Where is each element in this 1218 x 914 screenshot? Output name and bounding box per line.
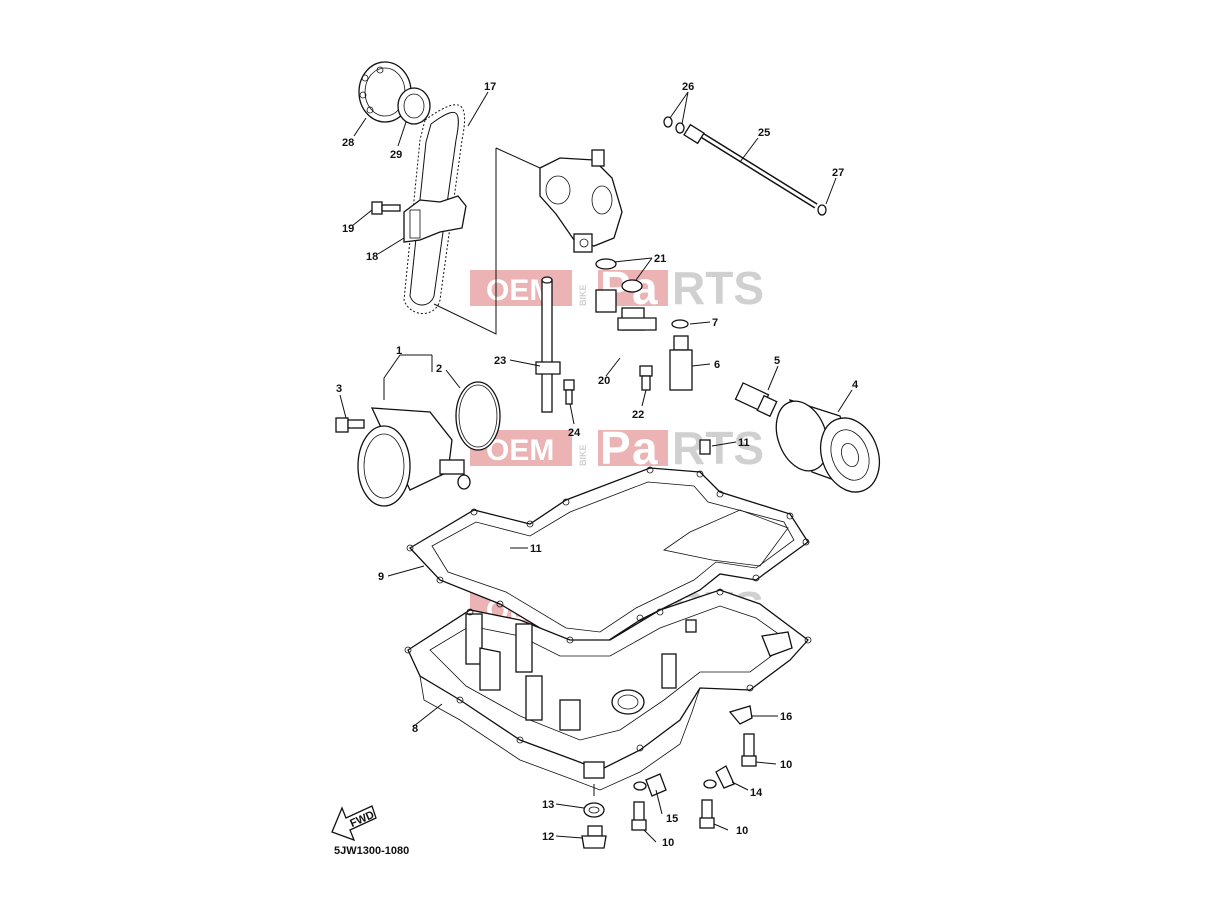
circlip-26a: [663, 116, 673, 128]
relief-valve: [669, 335, 693, 391]
guide-bolt: [371, 201, 401, 215]
callout-12: 12: [542, 831, 554, 843]
pipe-bolt: [639, 365, 653, 391]
union-bolt: [734, 382, 778, 418]
dowel-pin-upper: [699, 439, 711, 455]
callout-5: 5: [774, 355, 780, 367]
callout-29: 29: [390, 149, 402, 161]
drain-washer: [583, 802, 605, 818]
oil-pan: [404, 588, 812, 791]
callout-6: 6: [714, 359, 720, 371]
callout-19: 19: [342, 223, 354, 235]
cooler-o-ring-inner: [458, 384, 498, 448]
svg-text:BIKE: BIKE: [578, 444, 588, 466]
bolt-10-b: [631, 801, 647, 831]
oil-pan-gasket: [406, 466, 810, 648]
callout-labels: 1 2 3 5 4 6 7 8 9 10 10 10 10 11 11 12 1…: [336, 81, 859, 849]
clamp-16: [728, 705, 753, 725]
callout-17: 17: [484, 81, 496, 93]
watermark-1: OEM BIKE P a RTS: [470, 262, 764, 314]
callout-24: 24: [568, 427, 581, 439]
svg-text:BIKE: BIKE: [578, 284, 588, 306]
callout-27: 27: [832, 167, 844, 179]
callout-23: 23: [494, 355, 506, 367]
bolt-10-a: [741, 733, 757, 767]
callout-25: 25: [758, 127, 770, 139]
svg-text:P: P: [600, 422, 631, 474]
svg-text:FWD: FWD: [348, 809, 376, 830]
circlip-26b: [675, 122, 685, 134]
oil-filter: [775, 399, 880, 493]
rod-bolt: [563, 379, 575, 405]
oil-cooler: [357, 407, 471, 507]
diagram-code: 5JW1300-1080: [334, 845, 409, 857]
callout-3: 3: [336, 383, 342, 395]
oil-pipe: [595, 289, 657, 358]
callout-10-b: 10: [662, 837, 674, 849]
circlip-27: [817, 204, 827, 216]
callout-10-a: 10: [780, 759, 792, 771]
clamp-14: [715, 765, 735, 789]
drive-chain: [403, 104, 466, 314]
callout-11-b: 11: [530, 543, 542, 555]
callout-13: 13: [542, 799, 554, 811]
svg-text:RTS: RTS: [672, 262, 764, 314]
washer-15: [633, 781, 647, 791]
washer-14: [703, 779, 717, 789]
chain-guide: [403, 195, 467, 243]
svg-text:RTS: RTS: [672, 422, 764, 474]
callout-26: 26: [682, 81, 694, 93]
svg-text:OEM: OEM: [486, 434, 554, 467]
bearing-part: [397, 87, 431, 125]
fwd-arrow: FWD: [331, 805, 377, 842]
bolt-10-c: [699, 799, 715, 829]
callout-21: 21: [654, 253, 666, 265]
callout-1: 1: [396, 345, 402, 357]
cooler-o-ring: [455, 381, 501, 451]
o-ring-7: [671, 319, 689, 329]
callout-4: 4: [852, 379, 859, 391]
callout-22: 22: [632, 409, 644, 421]
svg-text:a: a: [632, 422, 658, 474]
callout-8: 8: [412, 723, 418, 735]
callout-16: 16: [780, 711, 792, 723]
o-ring-21a: [595, 258, 617, 270]
oil-pump: [539, 149, 623, 253]
callout-10-c: 10: [736, 825, 748, 837]
o-ring-21b: [621, 279, 643, 293]
leader-chain-pump: [433, 147, 541, 335]
oil-pump-shaft: [683, 123, 818, 209]
callout-18: 18: [366, 251, 378, 263]
callout-9: 9: [378, 571, 384, 583]
callout-14: 14: [750, 787, 763, 799]
callout-7: 7: [712, 317, 718, 329]
leader-lines: [339, 91, 853, 843]
cooler-bolt: [335, 417, 365, 433]
callout-11-a: 11: [738, 437, 750, 449]
callout-20: 20: [598, 375, 610, 387]
strainer-rod: [535, 276, 561, 413]
watermark-2: OEM BIKE P a RTS: [470, 422, 764, 474]
callout-2: 2: [436, 363, 442, 375]
drain-plug: [581, 825, 607, 849]
clamp-15: [645, 773, 667, 797]
callout-15: 15: [666, 813, 678, 825]
callout-28: 28: [342, 137, 354, 149]
